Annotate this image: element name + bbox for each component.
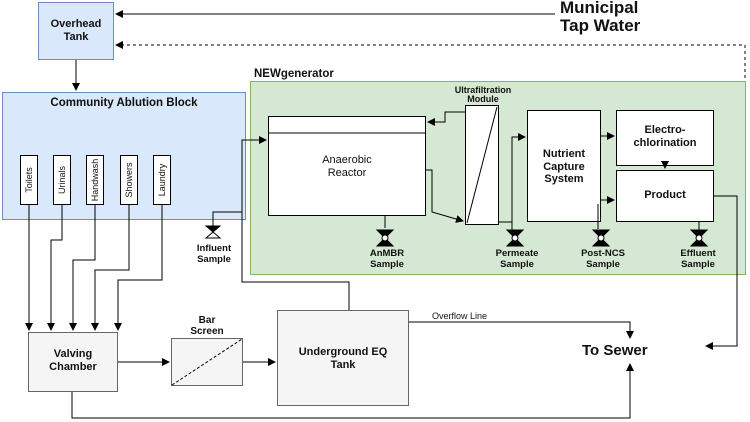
eq-tank-label: Underground EQ Tank — [298, 346, 388, 371]
permeate-sample-label: Permeate Sample — [495, 248, 539, 270]
effluent-sample-label: Effluent Sample — [680, 248, 716, 270]
influent-sample-label: Influent Sample — [196, 243, 232, 265]
product-tank — [616, 170, 714, 222]
fixture-urinals: Urinals — [53, 155, 71, 205]
valve-icons — [204, 225, 709, 247]
post-ncs-valve-icon — [591, 229, 611, 247]
electrochlorination — [616, 110, 714, 166]
newgenerator-label: NEWgenerator — [254, 68, 334, 80]
valving-chamber — [28, 332, 118, 392]
dashed-return-line — [115, 41, 746, 78]
ultrafiltration-module — [465, 105, 499, 225]
bar-screen-label: Bar Screen — [190, 315, 224, 337]
ablution-title: Community Ablution Block — [50, 97, 198, 109]
nutrient-capture-label: Nutrient Capture System — [542, 148, 586, 186]
municipal-tap-water-label: Municipal Tap Water — [560, 0, 641, 35]
valving-chamber-label: Valving Chamber — [49, 348, 97, 373]
overhead-tank-label: Overhead Tank — [50, 18, 102, 43]
nutrient-capture-system — [527, 110, 601, 222]
permeate-valve-icon — [505, 229, 525, 247]
anmbr-sample-label: AnMBR Sample — [369, 248, 405, 270]
fixture-laundry: Laundry — [153, 155, 171, 205]
electrochlorination-label: Electro- chlorination — [633, 124, 697, 149]
overflow-line-label: Overflow Line — [432, 311, 488, 321]
anmbr-valve-icon — [375, 229, 395, 247]
fixture-toilets: Toilets — [20, 155, 38, 205]
post-ncs-sample-label: Post-NCS Sample — [581, 248, 625, 270]
to-sewer-label: To Sewer — [582, 342, 648, 359]
overhead-tank — [38, 2, 114, 60]
ultrafiltration-module-label: Ultrafiltration Module — [454, 85, 512, 105]
product-label: Product — [644, 189, 686, 201]
effluent-valve-icon — [689, 229, 709, 247]
fixture-showers: Showers — [120, 155, 138, 205]
influent-valve-icon — [204, 225, 222, 239]
anaerobic-reactor-label: Anaerobic Reactor — [322, 154, 372, 179]
fixture-handwash: Handwash — [86, 155, 104, 205]
underground-eq-tank — [277, 310, 409, 406]
